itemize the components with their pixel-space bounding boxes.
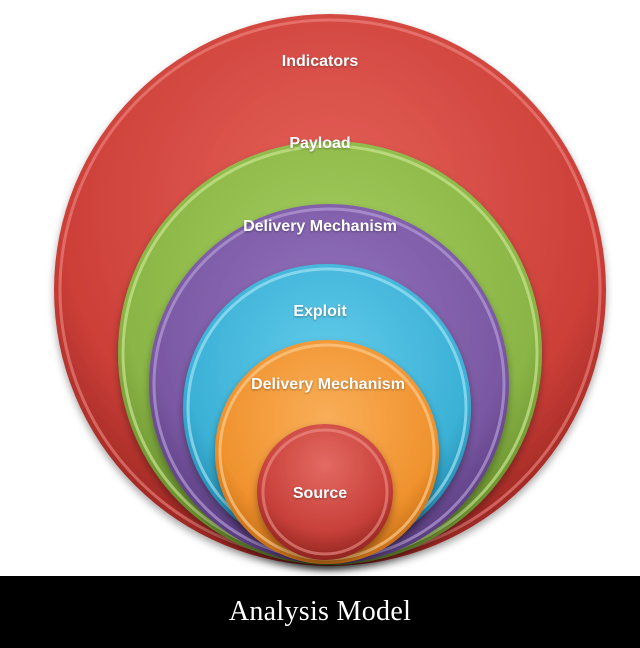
- ring-label-exploit: Exploit: [293, 303, 347, 320]
- ring-label-payload: Payload: [289, 135, 351, 152]
- analysis-model-diagram: Indicators Payload Delivery Mechanism Ex…: [54, 14, 606, 566]
- nested-circles: [54, 14, 606, 566]
- ring-label-delivery-mechanism-outer: Delivery Mechanism: [243, 218, 397, 235]
- caption-bar: Analysis Model: [0, 576, 640, 648]
- caption: Analysis Model: [228, 596, 412, 627]
- ring-label-indicators: Indicators: [281, 53, 359, 70]
- ring-source: [257, 424, 393, 560]
- ring-label-source: Source: [292, 485, 348, 502]
- ring-label-delivery-mechanism-inner: Delivery Mechanism: [251, 376, 405, 393]
